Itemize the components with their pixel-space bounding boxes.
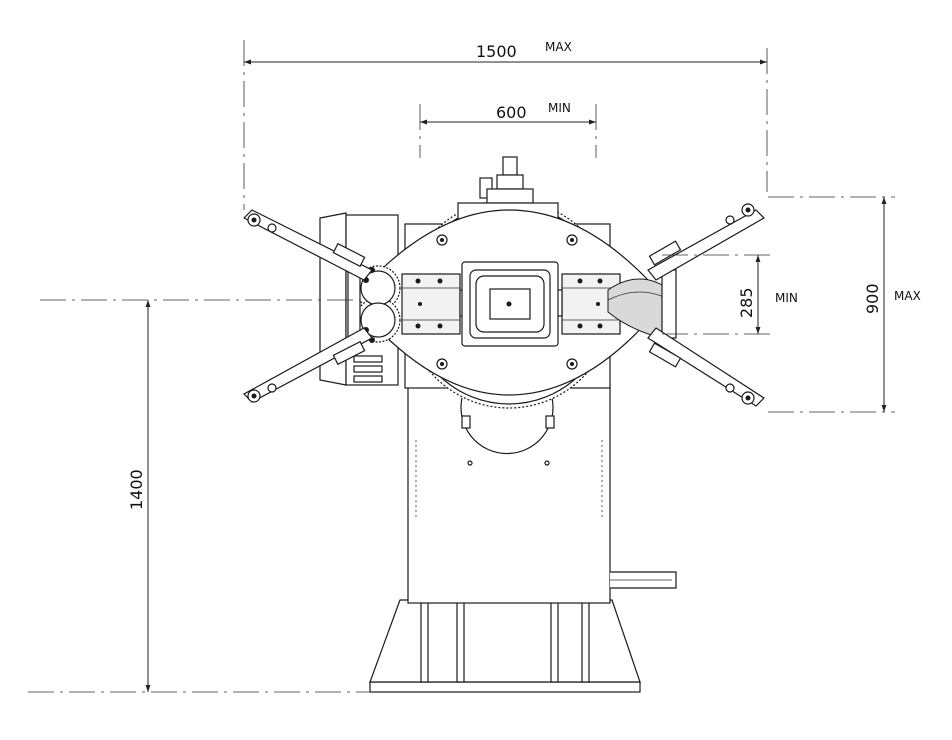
dim-overall-width-suffix: MAX xyxy=(545,40,572,54)
base-pedestal xyxy=(369,599,641,693)
dim-clamp-width-value: 600 xyxy=(496,103,527,122)
dim-arm-span-height: 900 MAX xyxy=(863,197,921,412)
arm-lower-right xyxy=(647,327,765,407)
arm-lower-left xyxy=(243,327,373,403)
arm-upper-right xyxy=(647,203,765,281)
dim-clamp-width-suffix: MIN xyxy=(548,101,571,115)
arm-upper-left xyxy=(242,209,373,281)
dim-center-height: 1400 xyxy=(127,300,151,692)
dim-arm-gap: 285 MIN xyxy=(737,255,798,334)
dim-arm-span-height-suffix: MAX xyxy=(894,289,921,303)
dim-overall-width-value: 1500 xyxy=(476,42,517,61)
dim-overall-width: 1500 MAX xyxy=(244,40,767,65)
dim-arm-gap-value: 285 xyxy=(737,287,756,318)
machine xyxy=(242,156,765,693)
dim-center-height-value: 1400 xyxy=(127,469,146,510)
dim-clamp-width: 600 MIN xyxy=(420,101,596,125)
dim-arm-gap-suffix: MIN xyxy=(775,291,798,305)
left-gears xyxy=(347,265,401,343)
center-lines xyxy=(28,40,895,693)
dim-arm-span-height-value: 900 xyxy=(863,283,882,314)
center-frame xyxy=(461,261,559,347)
